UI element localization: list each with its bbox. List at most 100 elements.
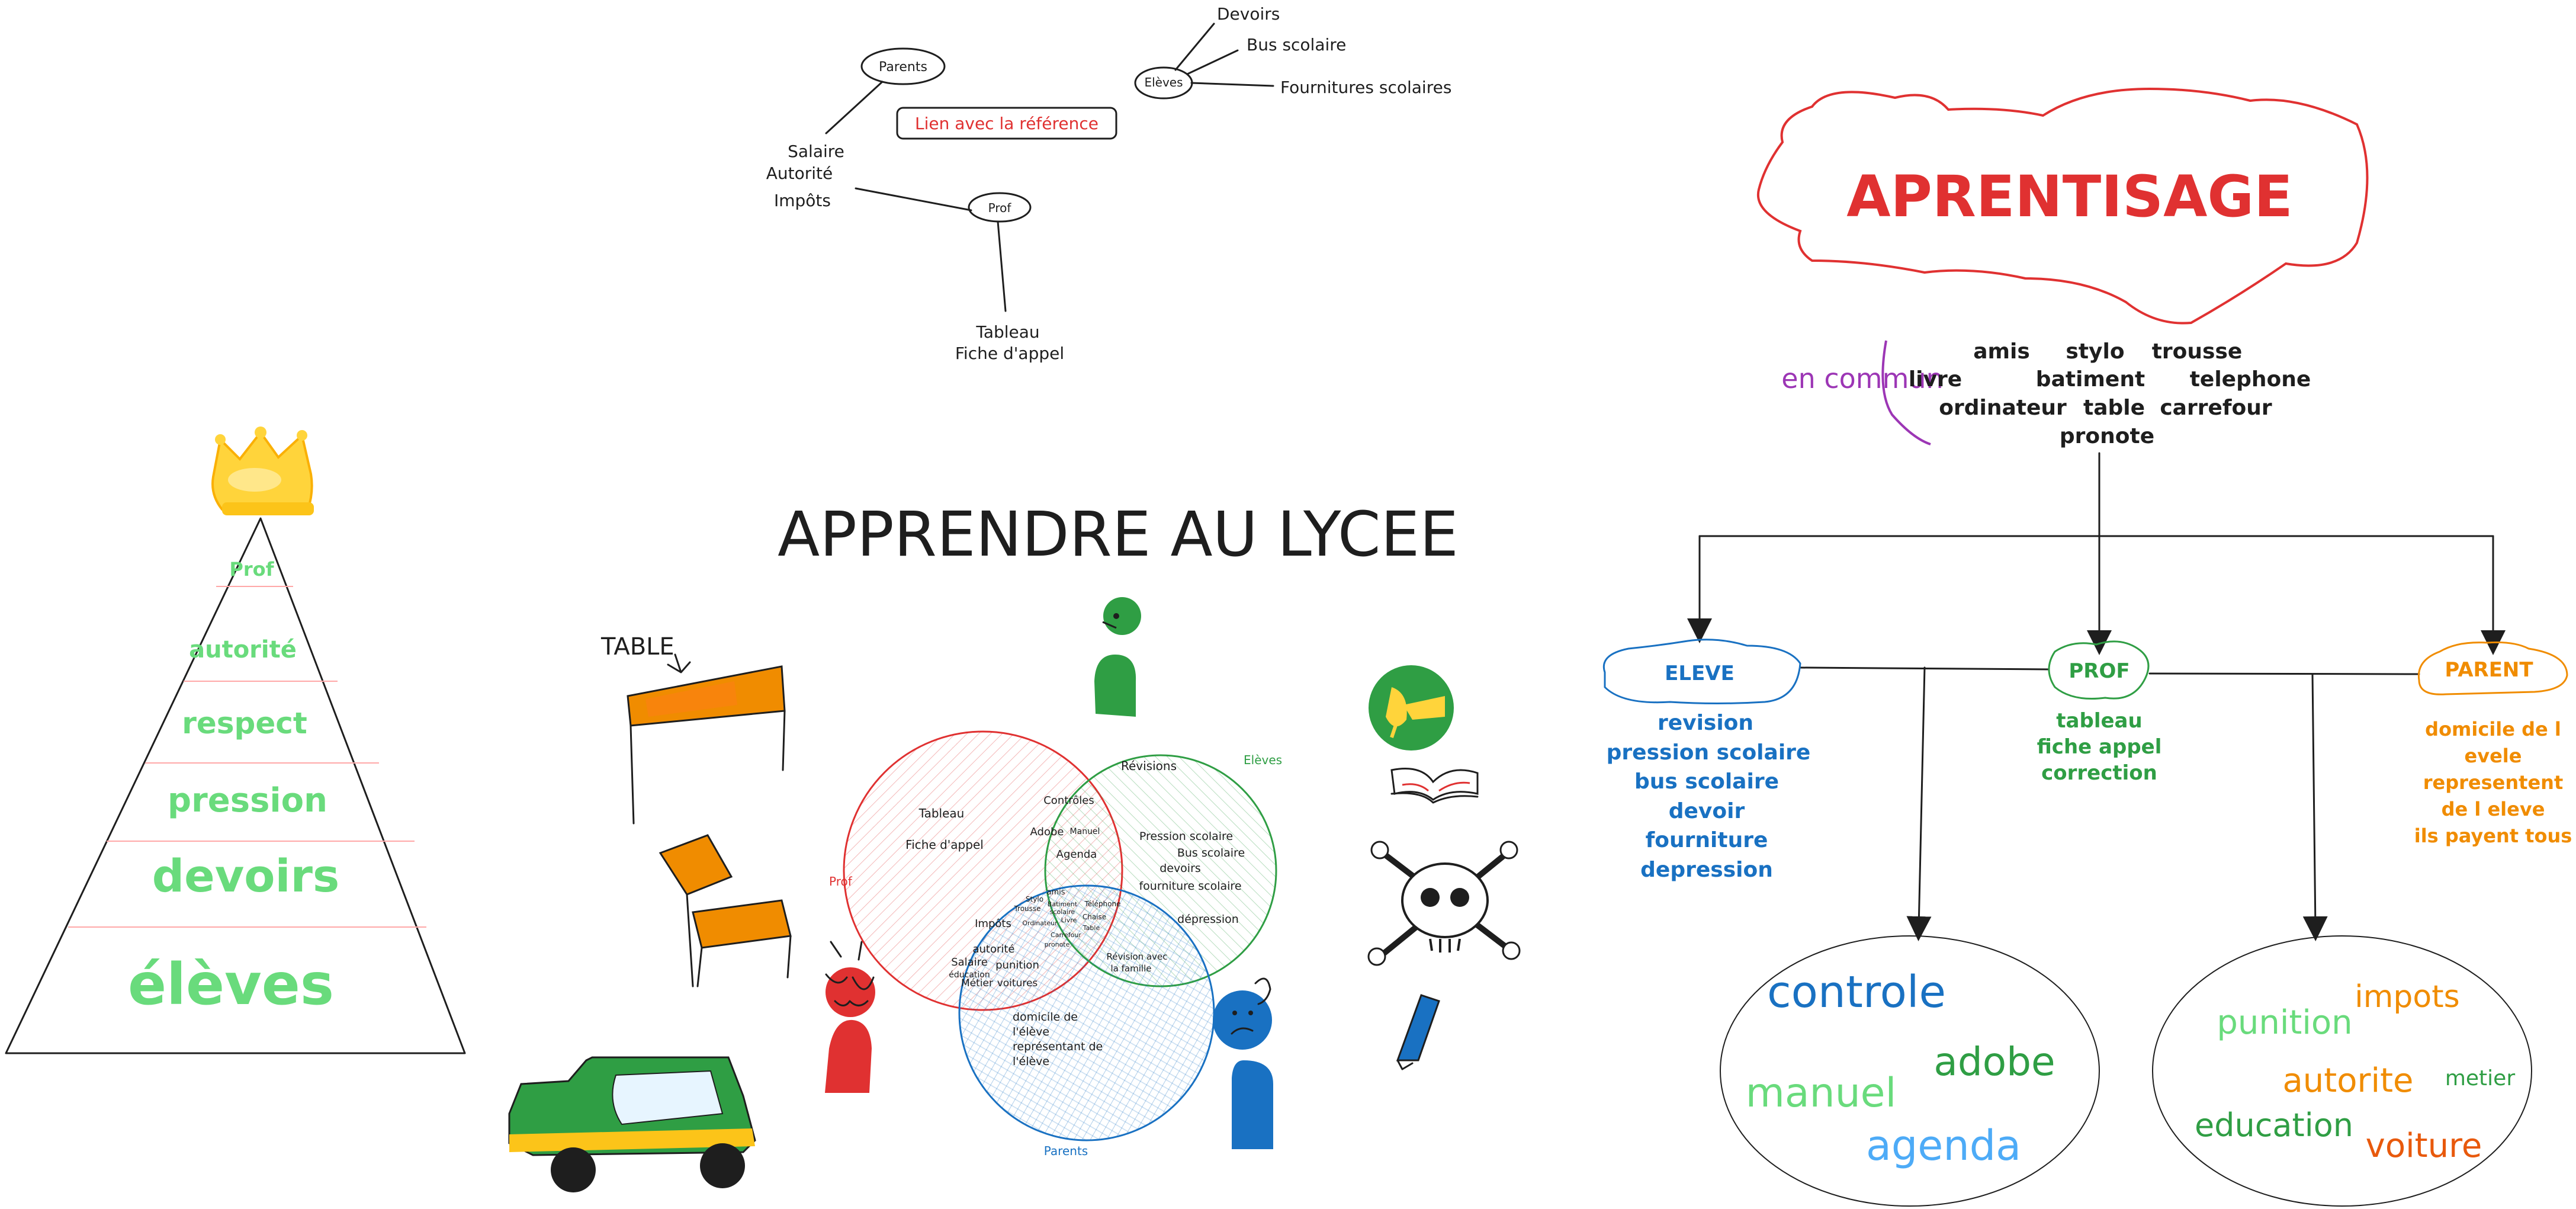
mindmap-node-parents[interactable] bbox=[860, 47, 946, 85]
venn-item: Métier bbox=[961, 977, 993, 989]
venn-item: Révisions bbox=[1121, 759, 1177, 773]
shared-word: controle bbox=[1767, 967, 1946, 1018]
eleve-item: fourniture bbox=[1646, 828, 1768, 852]
venn-item: Manuel bbox=[1070, 827, 1100, 836]
eleve-item: depression bbox=[1640, 858, 1773, 882]
mindmap-connector bbox=[997, 220, 1007, 312]
mindmap-eleves-item: Fournitures scolaires bbox=[1280, 78, 1451, 97]
venn-item: domicile de bbox=[1013, 1011, 1078, 1024]
arrow-to-shared-prof-parent bbox=[2302, 673, 2328, 941]
crown-icon bbox=[211, 426, 314, 515]
parent-item: representent bbox=[2423, 771, 2563, 794]
venn-circle-parents[interactable] bbox=[958, 884, 1215, 1141]
venn-item: fourniture scolaire bbox=[1139, 880, 1241, 893]
venn-item: punition bbox=[995, 959, 1039, 971]
mindmap-parents-label: Parents bbox=[879, 60, 927, 75]
venn-item: autorité bbox=[972, 943, 1014, 955]
title-cloud[interactable] bbox=[1756, 87, 2369, 325]
pyramid-outline bbox=[5, 517, 466, 1054]
flower-icon bbox=[1369, 665, 1454, 751]
venn-item: Bus scolaire bbox=[1177, 846, 1245, 860]
venn-item: représentant de bbox=[1013, 1040, 1103, 1053]
common-word: pronote bbox=[2060, 424, 2154, 448]
common-word: carrefour bbox=[2160, 396, 2272, 420]
venn-item: Adobe bbox=[1030, 826, 1064, 838]
venn-set-label: Prof bbox=[829, 874, 853, 889]
venn-diagram: Prof Elèves Parents Tableau Fiche d'appe… bbox=[829, 730, 1282, 1158]
shared-word: adobe bbox=[1933, 1039, 2055, 1085]
skull-icon bbox=[1367, 841, 1521, 966]
mindmap-prof-label: Prof bbox=[988, 201, 1012, 215]
venn-item: devoirs bbox=[1159, 862, 1201, 875]
venn-item: Stylo bbox=[1026, 895, 1043, 903]
mindmap-parents-item: Impôts bbox=[774, 191, 831, 210]
venn-item: Chaise bbox=[1083, 913, 1106, 921]
common-word: ordinateur bbox=[1939, 396, 2067, 420]
venn-item: Téléphone bbox=[1084, 900, 1121, 908]
venn-item: dépression bbox=[1177, 913, 1239, 926]
parent-item: de l eleve bbox=[2442, 798, 2545, 820]
mindmap-parents-item: Salaire bbox=[788, 142, 844, 161]
arrow-icon bbox=[667, 653, 691, 674]
venn-item: Fiche d'appel bbox=[905, 838, 984, 852]
person-green-icon bbox=[1094, 597, 1141, 717]
mindmap-connector bbox=[1174, 23, 1215, 71]
shared-word: impots bbox=[2355, 979, 2459, 1015]
prof-item: tableau bbox=[2056, 709, 2142, 733]
common-word: telephone bbox=[2190, 367, 2311, 392]
venn-item: Trousse bbox=[1013, 905, 1040, 913]
mindmap-prof-item: Tableau bbox=[975, 322, 1039, 342]
parent-item: domicile de l bbox=[2425, 718, 2561, 740]
mindmap: Parents Salaire Autorité Impôts Lien ave… bbox=[766, 4, 1452, 363]
venn-item: Carrefour bbox=[1051, 931, 1081, 939]
shared-word: agenda bbox=[1866, 1121, 2021, 1170]
venn-item: la famille bbox=[1111, 963, 1152, 974]
venn-item: Pression scolaire bbox=[1139, 830, 1233, 843]
shared-eleve-prof-ellipse[interactable] bbox=[1720, 935, 2100, 1207]
venn-item: Salaire bbox=[951, 956, 988, 969]
common-word: trousse bbox=[2152, 339, 2243, 364]
common-label: en commun bbox=[1781, 363, 1943, 395]
venn-set-label: Elèves bbox=[1244, 753, 1282, 767]
eleve-node[interactable] bbox=[1603, 639, 1801, 704]
venn-item: scolaire bbox=[1050, 908, 1075, 916]
mindmap-link-box[interactable] bbox=[896, 107, 1117, 140]
venn-item: l'élève bbox=[1013, 1025, 1049, 1038]
venn-item: Contrôles bbox=[1043, 794, 1094, 807]
page-title: APPRENDRE AU LYCEE bbox=[778, 498, 1459, 570]
mindmap-connector bbox=[1190, 82, 1274, 87]
prof-item: fiche appel bbox=[2037, 735, 2162, 759]
shared-prof-parent-ellipse[interactable] bbox=[2152, 935, 2532, 1207]
pyramid-level: Prof bbox=[229, 558, 274, 581]
mindmap-prof-item: Fiche d'appel bbox=[955, 344, 1064, 363]
mindmap-connector bbox=[1186, 49, 1239, 75]
venn-item: Table bbox=[1083, 924, 1100, 932]
shared-word: autorite bbox=[2282, 1062, 2413, 1100]
mindmap-parents-item: Autorité bbox=[766, 163, 833, 183]
mindmap-node-prof[interactable] bbox=[968, 192, 1032, 223]
venn-item: Impôts bbox=[975, 918, 1011, 930]
shared-word: education bbox=[2195, 1107, 2353, 1144]
common-word: amis bbox=[1973, 339, 2030, 364]
venn-item: Ordinateur bbox=[1022, 919, 1058, 927]
common-word: livre bbox=[1909, 367, 1962, 392]
eleve-item: revision bbox=[1658, 711, 1753, 735]
venn-item: l'élève bbox=[1013, 1055, 1049, 1068]
parent-node[interactable] bbox=[2417, 641, 2568, 695]
common-word: batiment bbox=[2036, 367, 2145, 392]
venn-set-label: Parents bbox=[1044, 1144, 1088, 1158]
shared-word: voiture bbox=[2366, 1127, 2482, 1165]
person-blue-icon bbox=[1213, 977, 1273, 1149]
prof-node[interactable] bbox=[2048, 640, 2150, 700]
person-red-icon bbox=[825, 941, 875, 1093]
table-label: TABLE bbox=[600, 633, 674, 660]
common-word: table bbox=[2083, 396, 2145, 420]
pyramid-level: élèves bbox=[128, 951, 334, 1018]
mindmap-link-label[interactable]: Lien avec la référence bbox=[915, 114, 1099, 133]
venn-item: voitures bbox=[997, 977, 1038, 989]
arrow-to-shared-eleve-prof bbox=[1906, 666, 1932, 941]
concept-map: APRENTISAGE en commun amis stylo trousse… bbox=[1603, 87, 2572, 1207]
mindmap-connector bbox=[855, 187, 972, 211]
shared-word: punition bbox=[2217, 1003, 2352, 1042]
